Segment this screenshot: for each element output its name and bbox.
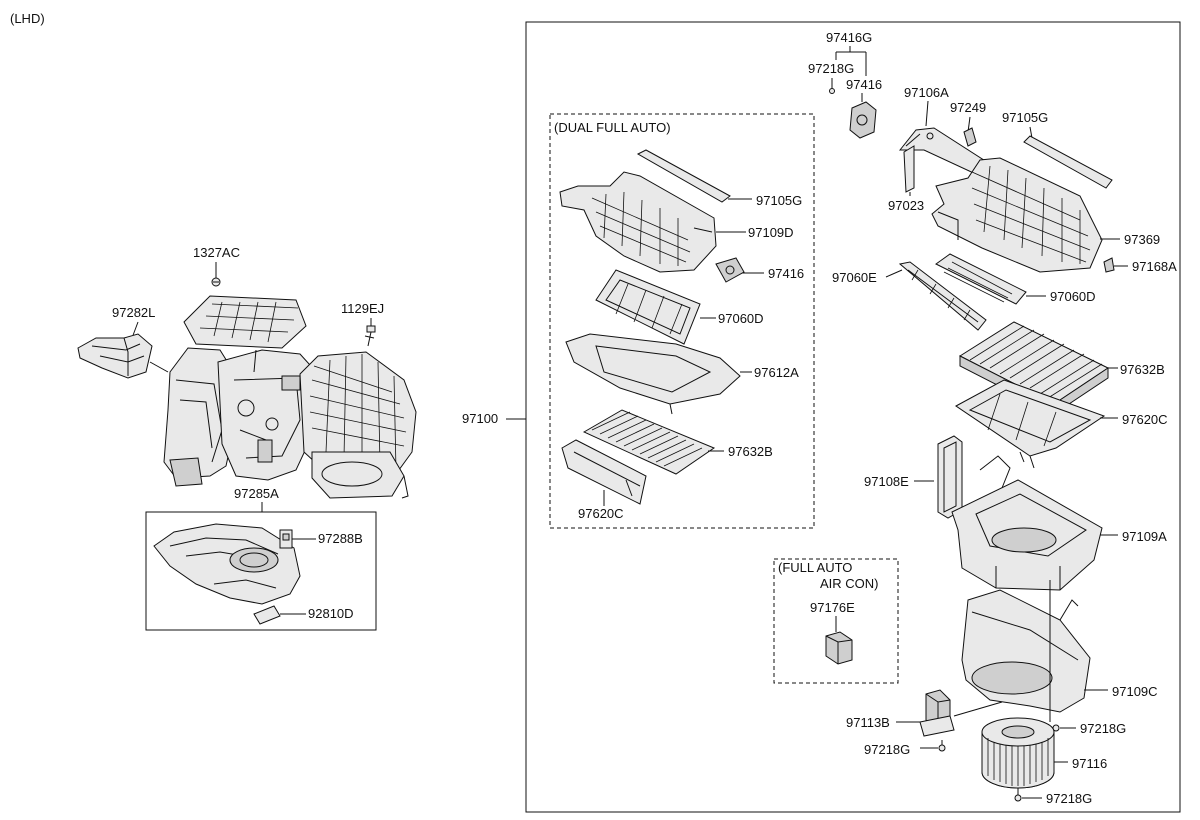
resistor-97176e-part	[825, 631, 853, 665]
label-97632b-main: 97632B	[1120, 362, 1165, 377]
screw-97218g-top-part	[829, 88, 835, 94]
label-97218g-left: 97218G	[864, 742, 910, 757]
label-97105g-main: 97105G	[1002, 110, 1048, 125]
screw-97218g-bottom-part	[1014, 788, 1022, 802]
box-full-auto	[773, 558, 899, 684]
label-97288b: 97288B	[318, 531, 363, 546]
seal-97108e-part	[937, 435, 963, 519]
label-97108e: 97108E	[864, 474, 909, 489]
label-97612a-dual: 97612A	[754, 365, 799, 380]
cover-97105g-dual-part	[636, 149, 731, 203]
label-97109c: 97109C	[1112, 684, 1158, 699]
label-97285a: 97285A	[234, 486, 279, 501]
case-97109d-dual-part	[559, 171, 717, 273]
label-97218g-bottom: 97218G	[1046, 791, 1092, 806]
under-cover-97285a-part	[153, 523, 301, 605]
blower-97116-part	[981, 717, 1055, 789]
duct-97282l-part	[77, 333, 153, 379]
cover-97620c-dual-part	[561, 439, 647, 505]
label-1327ac: 1327AC	[193, 245, 240, 260]
clip-97288b-part	[279, 529, 293, 549]
label-97106a: 97106A	[904, 85, 949, 100]
label-97282l: 97282L	[112, 305, 155, 320]
label-full-auto-line2: AIR CON)	[820, 576, 879, 591]
box-dual-full-auto	[549, 113, 815, 529]
bolt-1129ej-part	[364, 325, 376, 347]
label-97632b-dual: 97632B	[728, 444, 773, 459]
label-97249: 97249	[950, 100, 986, 115]
door-97060d-dual-part	[595, 269, 701, 345]
label-97023: 97023	[888, 198, 924, 213]
cover-97105g-main-part	[1023, 135, 1113, 189]
filter-97632b-dual-part	[582, 409, 716, 475]
label-97416-main: 97416	[846, 77, 882, 92]
actuator-97416-main-part	[849, 101, 877, 139]
clip-97168a-part	[1103, 257, 1115, 273]
label-92810d: 92810D	[308, 606, 354, 621]
label-97060d-main: 97060D	[1050, 289, 1096, 304]
case-97612a-dual-part	[565, 333, 741, 415]
box-97100	[525, 21, 1181, 813]
cover-97620c-main-part	[955, 379, 1106, 469]
label-dual-full-auto: (DUAL FULL AUTO)	[554, 120, 671, 135]
screw-97218g-left-part	[938, 740, 946, 752]
door-97060e-part	[898, 261, 987, 331]
label-97116: 97116	[1072, 756, 1107, 771]
label-97369: 97369	[1124, 232, 1160, 247]
case-97109a-part	[951, 455, 1103, 591]
door-97060d-main-part	[935, 253, 1027, 305]
label-97176e: 97176E	[810, 600, 855, 615]
label-97168a: 97168A	[1132, 259, 1177, 274]
label-97416-dual: 97416	[768, 266, 804, 281]
label-97109d-dual: 97109D	[748, 225, 794, 240]
resistor-97113b-part	[919, 689, 955, 737]
actuator-97416-dual-part	[715, 257, 745, 283]
label-97218g-right: 97218G	[1080, 721, 1126, 736]
label-full-auto-line1: (FULL AUTO	[778, 560, 852, 575]
hvac-unit-assembly	[163, 295, 417, 499]
label-97060e: 97060E	[832, 270, 877, 285]
case-97109c-part	[961, 589, 1091, 713]
box-97285a	[145, 511, 377, 631]
label-97109a: 97109A	[1122, 529, 1167, 544]
label-97100: 97100	[462, 411, 498, 426]
label-97060d-dual: 97060D	[718, 311, 764, 326]
label-97620c-main: 97620C	[1122, 412, 1168, 427]
label-97620c-dual: 97620C	[578, 506, 624, 521]
label-97218g-top: 97218G	[808, 61, 854, 76]
screw-1327ac-part	[211, 277, 221, 287]
label-97113b: 97113B	[846, 715, 890, 730]
label-1129ej: 1129EJ	[341, 301, 384, 316]
variant-label: (LHD)	[10, 11, 45, 26]
label-plate-92810d-part	[253, 605, 281, 625]
label-97105g-dual: 97105G	[756, 193, 802, 208]
label-97416g: 97416G	[826, 30, 872, 45]
case-97369-part	[931, 157, 1103, 273]
seal-97249-part	[963, 127, 977, 147]
link-97023-part	[903, 145, 915, 193]
